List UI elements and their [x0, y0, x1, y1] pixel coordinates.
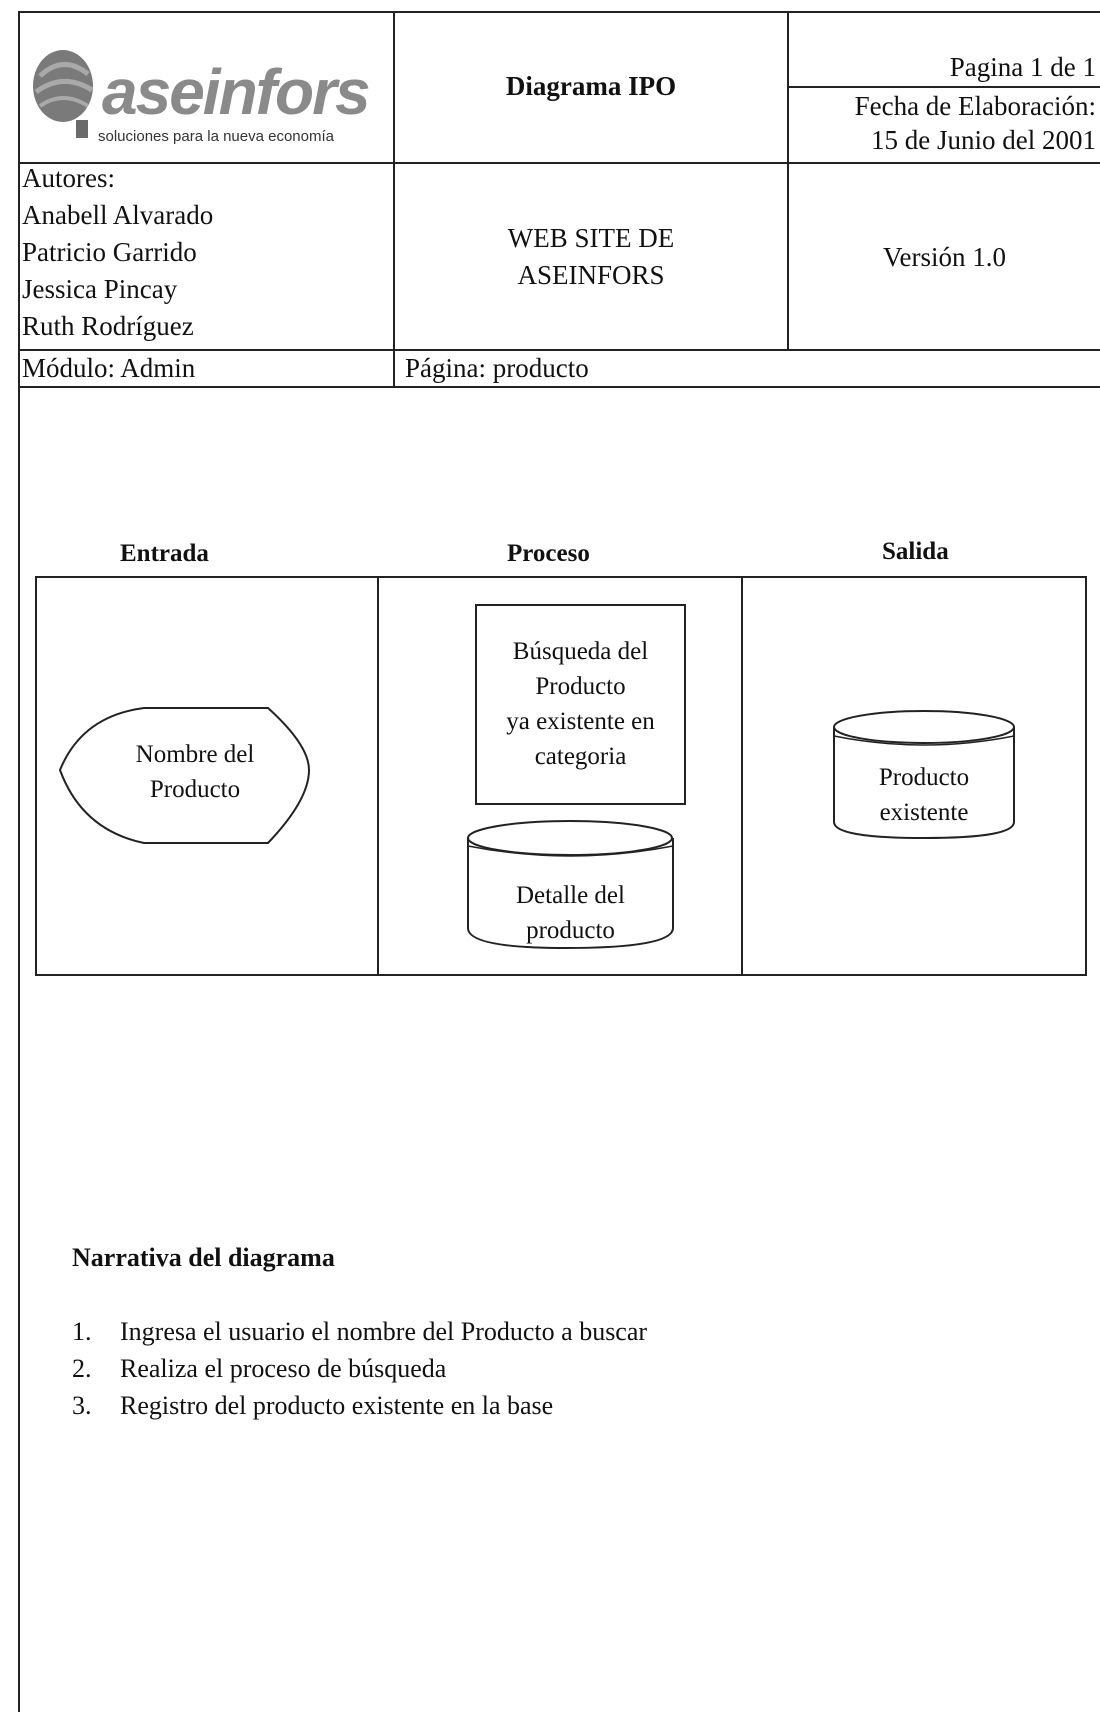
frame-top-line	[18, 11, 1100, 13]
column-heading-salida: Salida	[882, 538, 949, 565]
process-label-line: Producto	[535, 673, 626, 700]
detail-label-line2: producto	[526, 917, 615, 944]
project-title-line2: ASEINFORS	[517, 260, 665, 290]
project-title: WEB SITE DE ASEINFORS	[395, 220, 787, 294]
list-item-number: 3.	[72, 1391, 92, 1420]
header-col1-line	[393, 11, 395, 388]
output-label-line2: existente	[879, 799, 969, 826]
company-logo: aseinfors soluciones para la nueva econo…	[26, 40, 386, 158]
page-name-label: Página: producto	[405, 353, 589, 383]
list-item: 2. Realiza el proceso de búsqueda	[72, 1350, 647, 1387]
process-label: Búsqueda del Producto ya existente en ca…	[476, 634, 685, 774]
header-row2-bottom-line	[18, 349, 1100, 351]
column-heading-proceso: Proceso	[507, 540, 590, 567]
logo-wordmark: aseinfors	[102, 56, 371, 128]
process-label-line: ya existente en	[506, 708, 655, 735]
input-label-line1: Nombre del	[135, 741, 255, 768]
narrative-list: 1. Ingresa el usuario el nombre del Prod…	[72, 1313, 647, 1424]
version-label: Versión 1.0	[883, 242, 1006, 272]
ipo-divider-1	[377, 576, 379, 974]
author-name: Patricio Garrido	[22, 237, 197, 267]
frame-left-line	[18, 11, 20, 1712]
ipo-diagram-box	[35, 576, 1087, 976]
logo-tagline: soluciones para la nueva economía	[98, 128, 334, 145]
header-page-divider-line	[787, 86, 1100, 88]
detail-label-line1: Detalle del	[516, 882, 625, 909]
list-item: 3. Registro del producto existente en la…	[72, 1387, 647, 1424]
list-item-number: 1.	[72, 1317, 92, 1346]
header-row1-bottom-line	[18, 162, 1100, 164]
date-value: 15 de Junio del 2001	[871, 125, 1096, 155]
author-name: Anabell Alvarado	[22, 200, 214, 230]
date-label: Fecha de Elaboración:	[854, 91, 1096, 121]
author-name: Ruth Rodríguez	[22, 311, 194, 341]
page-counter: Pagina 1 de 1	[949, 52, 1096, 82]
project-title-line1: WEB SITE DE	[507, 223, 675, 253]
list-item-text: Ingresa el usuario el nombre del Product…	[120, 1317, 648, 1346]
output-label: Producto existente	[834, 760, 1014, 830]
authors-block: Autores: Anabell Alvarado Patricio Garri…	[22, 160, 213, 345]
list-item-text: Realiza el proceso de búsqueda	[120, 1354, 447, 1383]
list-item-text: Registro del producto existente en la ba…	[120, 1391, 554, 1420]
detail-label: Detalle del producto	[468, 878, 673, 948]
module-label: Módulo: Admin	[22, 353, 196, 383]
header-row3-bottom-line	[18, 386, 1100, 388]
logo-mark-icon	[33, 50, 94, 138]
column-heading-entrada: Entrada	[120, 540, 209, 567]
process-label-line: categoria	[534, 743, 627, 770]
author-name: Jessica Pincay	[22, 274, 178, 304]
doc-type-title: Diagrama IPO	[505, 71, 677, 101]
output-label-line1: Producto	[878, 764, 970, 791]
process-label-line: Búsqueda del	[512, 638, 649, 665]
list-item-number: 2.	[72, 1354, 92, 1383]
input-label: Nombre del Producto	[100, 737, 290, 807]
list-item: 1. Ingresa el usuario el nombre del Prod…	[72, 1313, 647, 1350]
narrative-title: Narrativa del diagrama	[72, 1243, 335, 1272]
ipo-divider-2	[741, 576, 743, 974]
input-label-line2: Producto	[149, 776, 241, 803]
authors-label: Autores:	[22, 163, 115, 193]
header-col2-line	[787, 11, 789, 351]
